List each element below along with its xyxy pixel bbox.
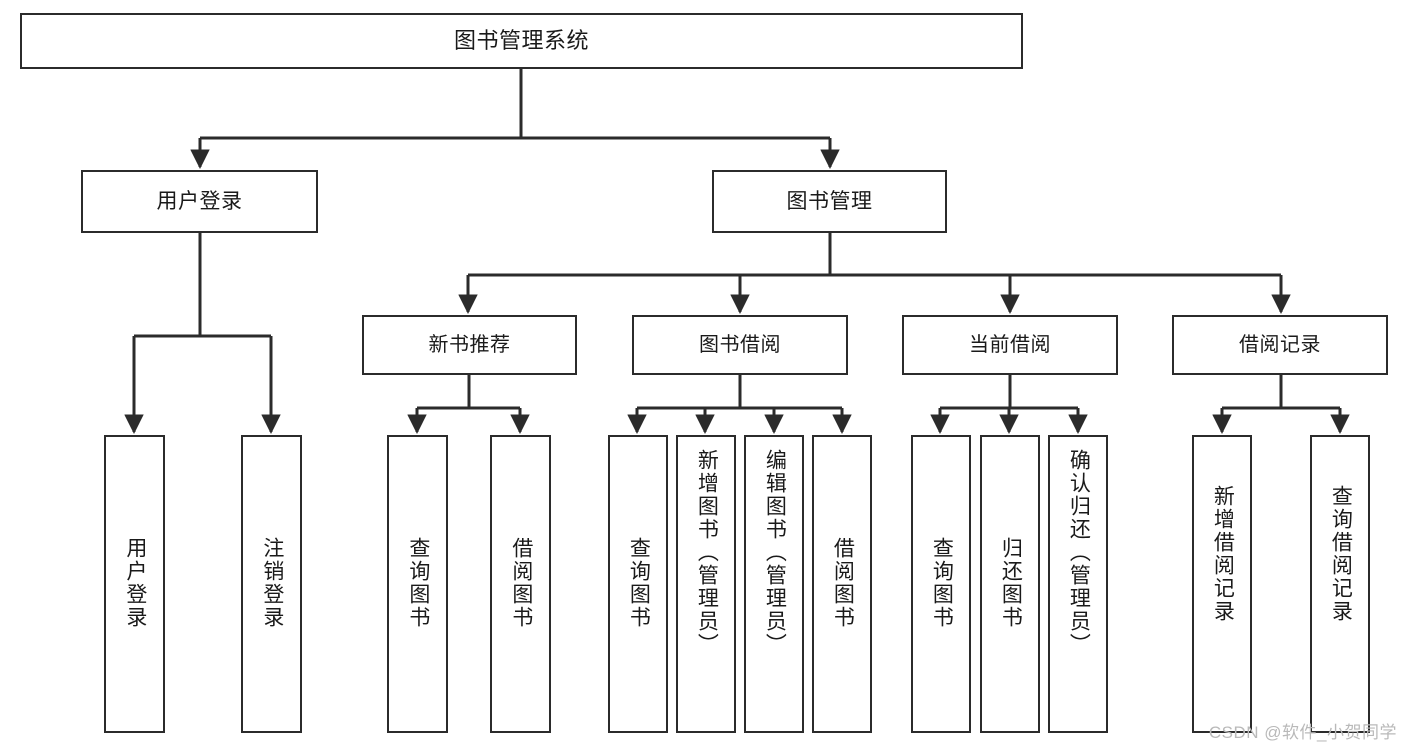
node-new-book-recommendation[interactable]: 新书推荐 (362, 315, 577, 375)
node-book-borrow-label: 图书借阅 (699, 333, 781, 356)
leaf-query-borrow-record-label: 查询借阅记录 (1329, 485, 1353, 623)
node-user-login-label: 用户登录 (156, 189, 243, 213)
leaf-user-login[interactable]: 用户登录 (104, 435, 165, 733)
leaf-return-books-label: 归还图书 (999, 537, 1023, 629)
leaf-logout[interactable]: 注销登录 (241, 435, 302, 733)
leaf-add-borrow-record-label: 新增借阅记录 (1211, 485, 1235, 623)
node-root-label: 图书管理系统 (453, 27, 589, 53)
leaf-add-book-admin-label: 新增图书（管理员） (695, 449, 719, 656)
leaf-current-query-books[interactable]: 查询图书 (911, 435, 971, 733)
node-book-management-label: 图书管理 (786, 189, 873, 213)
node-book-management[interactable]: 图书管理 (712, 170, 947, 233)
leaf-user-login-label: 用户登录 (123, 537, 147, 629)
node-root[interactable]: 图书管理系统 (20, 13, 1023, 69)
leaf-borrow-query-books-label: 查询图书 (627, 537, 651, 629)
leaf-borrow-borrow-books[interactable]: 借阅图书 (812, 435, 872, 733)
node-current-borrow-label: 当前借阅 (969, 333, 1051, 356)
node-current-borrow[interactable]: 当前借阅 (902, 315, 1118, 375)
leaf-edit-book-admin[interactable]: 编辑图书（管理员） (744, 435, 804, 733)
leaf-borrow-borrow-books-label: 借阅图书 (831, 537, 855, 629)
leaf-add-book-admin[interactable]: 新增图书（管理员） (676, 435, 736, 733)
leaf-newbook-query-books[interactable]: 查询图书 (387, 435, 448, 733)
leaf-current-query-books-label: 查询图书 (930, 537, 954, 629)
leaf-logout-label: 注销登录 (260, 537, 284, 629)
leaf-query-borrow-record[interactable]: 查询借阅记录 (1310, 435, 1370, 733)
leaf-newbook-borrow-books-label: 借阅图书 (509, 537, 533, 629)
leaf-edit-book-admin-label: 编辑图书（管理员） (763, 449, 787, 656)
leaf-borrow-query-books[interactable]: 查询图书 (608, 435, 668, 733)
node-new-book-recommendation-label: 新书推荐 (428, 333, 511, 356)
leaf-return-books[interactable]: 归还图书 (980, 435, 1040, 733)
leaf-add-borrow-record[interactable]: 新增借阅记录 (1192, 435, 1252, 733)
node-book-borrow[interactable]: 图书借阅 (632, 315, 848, 375)
leaf-confirm-return-admin-label: 确认归还（管理员） (1067, 449, 1091, 656)
node-borrow-records-label: 借阅记录 (1239, 333, 1321, 356)
node-user-login[interactable]: 用户登录 (81, 170, 318, 233)
leaf-newbook-borrow-books[interactable]: 借阅图书 (490, 435, 551, 733)
node-borrow-records[interactable]: 借阅记录 (1172, 315, 1388, 375)
leaf-confirm-return-admin[interactable]: 确认归还（管理员） (1048, 435, 1108, 733)
leaf-newbook-query-books-label: 查询图书 (406, 537, 430, 629)
